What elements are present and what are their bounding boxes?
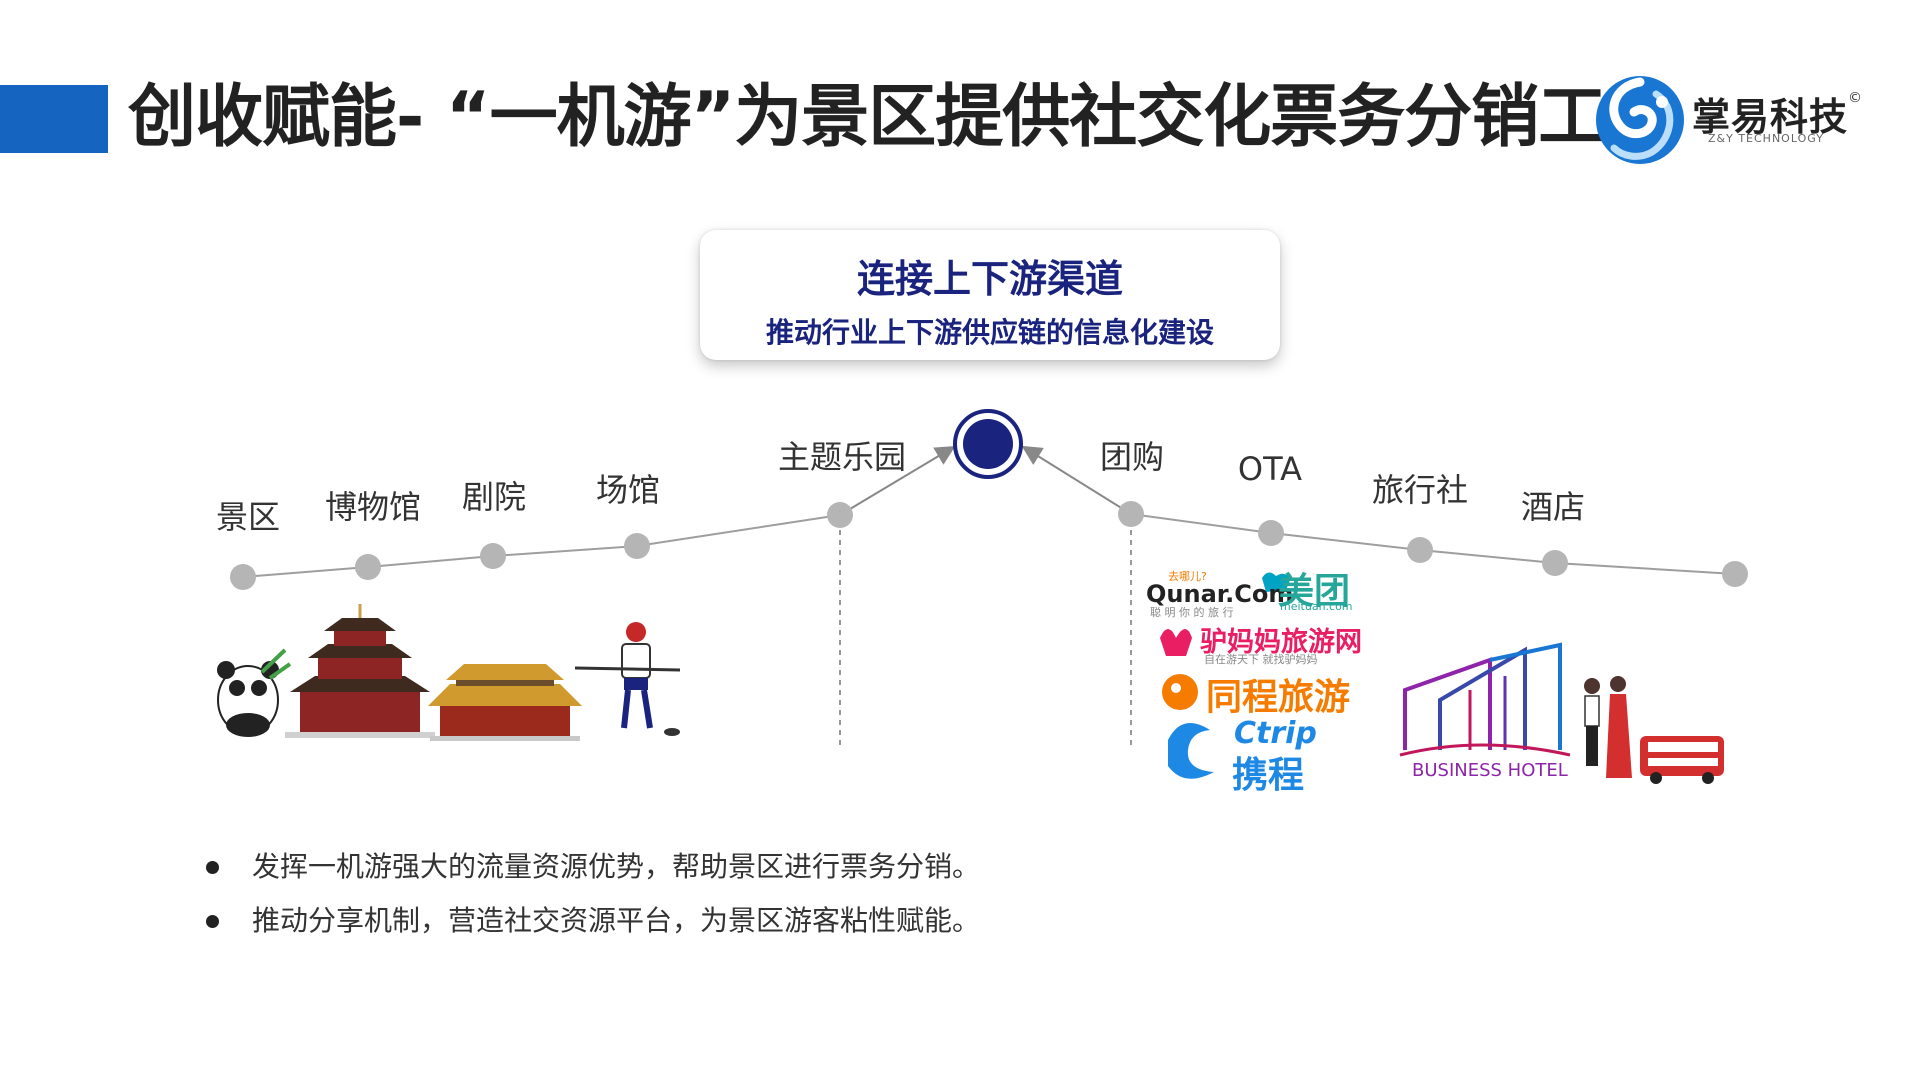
downstream-line [1130,513,1736,575]
page-title: 创收赋能- “一机游”为景区提供社交化票务分销工具 [128,78,1673,157]
qunar-logo-text: Qunar.Com [1146,580,1294,608]
node-ota [1258,520,1284,546]
bullet-list: 发挥一机游强大的流量资源优势，帮助景区进行票务分销。 推动分享机制，营造社交资源… [200,840,980,948]
node-label-museum: 博物馆 [324,488,422,526]
business-hotel-label: BUSINESS HOTEL [1412,760,1568,781]
node-hotel [1542,550,1568,576]
node-scenic-area [230,564,256,590]
lvmama-logo-text: 驴妈妈旅游网 [1200,627,1362,658]
node-end [1722,561,1748,587]
ctrip-logo-text-cn: 携程 [1232,755,1305,796]
node-travel-agency [1407,537,1433,563]
dolphin-icon [1168,722,1214,779]
bullet-item: 推动分享机制，营造社交资源平台，为景区游客粘性赋能。 [200,894,980,948]
node-label-theater: 剧院 [461,478,527,516]
clownfish-icon [1162,674,1198,710]
logo-name-en: Z&Y TECHNOLOGY [1708,132,1824,145]
bullet-text: 推动分享机制，营造社交资源平台，为景区游客粘性赋能。 [252,904,981,937]
node-label-hotel: 酒店 [1520,488,1586,526]
channel-summary-title: 连接上下游渠道 [856,257,1123,301]
logo-name-cn: 掌易科技 [1692,95,1849,139]
meituan-logo-text: 美团 [1278,571,1351,612]
title-accent-bar [0,85,108,153]
tongcheng-logo-text: 同程旅游 [1206,677,1351,718]
ctrip-logo-text-en: Ctrip [1234,716,1317,751]
hub-node-inner [963,419,1013,469]
pagoda-icon [285,604,435,738]
palace-icon [428,664,582,741]
qunar-tagline-bottom: 聪 明 你 的 旅 行 [1150,606,1234,619]
node-group-buying [1118,501,1144,527]
node-label-travel-agency: 旅行社 [1371,471,1469,509]
couple-icon [1584,676,1632,778]
node-label-scenic-area: 景区 [215,498,281,536]
partner-logo-marks [1160,572,1290,779]
node-venue [624,533,650,559]
node-label-venue: 场馆 [595,471,661,509]
bullet-dot [206,861,219,874]
panda-icon [217,648,292,737]
downstream-arrow [1021,445,1132,515]
bullet-text: 发挥一机游强大的流量资源优势，帮助景区进行票务分销。 [252,850,981,883]
channel-summary-box: 连接上下游渠道 推动行业上下游供应链的信息化建设 [700,230,1280,360]
node-museum [355,554,381,580]
company-logo: 掌易科技 Z&Y TECHNOLOGY © [1592,72,1872,168]
meituan-domain: meituan.com [1280,600,1353,613]
donkey-icon [1160,629,1192,656]
camel-icon [1262,572,1290,592]
lvmama-tagline: 自在游天下 就找驴妈妈 [1204,653,1318,666]
node-label-ota: OTA [1237,450,1303,488]
node-theater [480,543,506,569]
node-label-group-buying: 团购 [1099,438,1165,476]
qunar-tagline-top: 去哪儿? [1168,570,1207,583]
bullet-dot [206,915,219,928]
channel-summary-subtitle: 推动行业上下游供应链的信息化建设 [765,316,1214,349]
swirl-logo-icon [1596,76,1684,164]
bullet-item: 发挥一机游强大的流量资源优势，帮助景区进行票务分销。 [200,840,980,894]
node-label-theme-park: 主题乐园 [777,438,907,476]
double-decker-bus-icon [1640,736,1724,784]
upstream-arrow [839,445,956,516]
hotel-building-icon [1399,642,1571,757]
hockey-player-icon [574,622,681,736]
copyright-mark: © [1848,90,1862,106]
node-theme-park [827,502,853,528]
